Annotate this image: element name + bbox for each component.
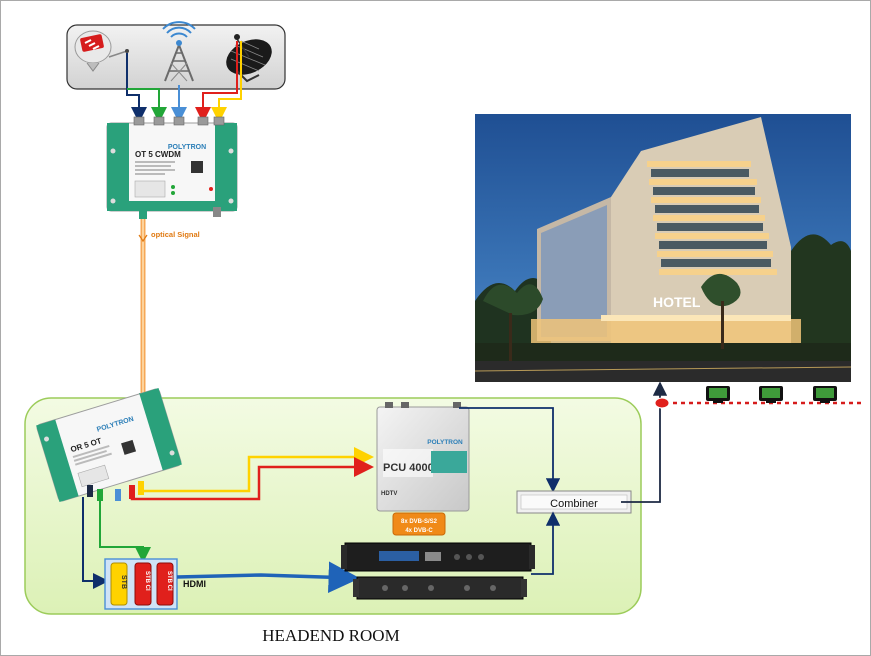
signal-sources-panel — [66, 21, 286, 90]
cable-green-stb — [99, 501, 151, 563]
pcu-badge-top: 8x DVB-S/S2 — [401, 519, 438, 525]
pcu-brand: POLYTRON — [427, 439, 463, 446]
pcu-sub: HDTV — [381, 491, 397, 497]
pcu-to-combiner-line — [459, 407, 561, 493]
rack-modulator — [341, 542, 535, 572]
hdmi-cable — [176, 561, 360, 593]
stb-ci-label-2: STB CI — [166, 571, 172, 591]
tv-screen-icon — [706, 386, 730, 403]
transmitter-brand: POLYTRON — [168, 144, 206, 151]
stb-group: STB STB CI STB CI — [104, 558, 178, 610]
hotel-building-photo: HOTEL — [474, 114, 852, 382]
cable-yellow — [139, 447, 374, 493]
rack-receiver — [353, 576, 527, 600]
room-title: HEADEND ROOM — [262, 626, 399, 645]
combiner-box: Combiner — [516, 490, 632, 514]
cable-navy-stb — [82, 497, 109, 589]
pcu-badge: 8x DVB-S/S2 4x DVB-C — [392, 512, 446, 536]
optical-receiver: POLYTRON OR 5 OT — [36, 388, 182, 502]
pcu-4000-unit: POLYTRON PCU 4000 HDTV — [376, 402, 470, 512]
pcu-badge-bottom: 4x DVB-C — [405, 528, 433, 534]
pcu-model: PCU 4000 — [383, 462, 434, 474]
source-cables — [126, 41, 242, 123]
distribution-line — [654, 386, 863, 409]
transmitter-model: OT 5 CWDM — [135, 150, 181, 159]
stb-yellow-label: STB — [120, 575, 127, 589]
combiner-to-hotel-line — [621, 381, 668, 503]
hdmi-label: HDMI — [183, 579, 206, 589]
stb-ci-label-1: STB CI — [144, 571, 150, 591]
optical-signal-label: optical Signal — [151, 230, 200, 239]
optical-transmitter: POLYTRON OT 5 CWDM — [106, 116, 238, 219]
cable-red — [130, 457, 374, 501]
tv-screen-icon — [759, 386, 783, 403]
satellite-dish-small-icon — [74, 30, 129, 72]
rack-to-combiner-line — [531, 511, 561, 575]
optical-fiber: optical Signal — [138, 219, 200, 403]
tv-screen-icon — [813, 386, 837, 403]
combiner-label: Combiner — [550, 498, 598, 510]
tv-antenna-tower-icon — [162, 21, 196, 82]
hotel-sign: HOTEL — [653, 294, 701, 310]
